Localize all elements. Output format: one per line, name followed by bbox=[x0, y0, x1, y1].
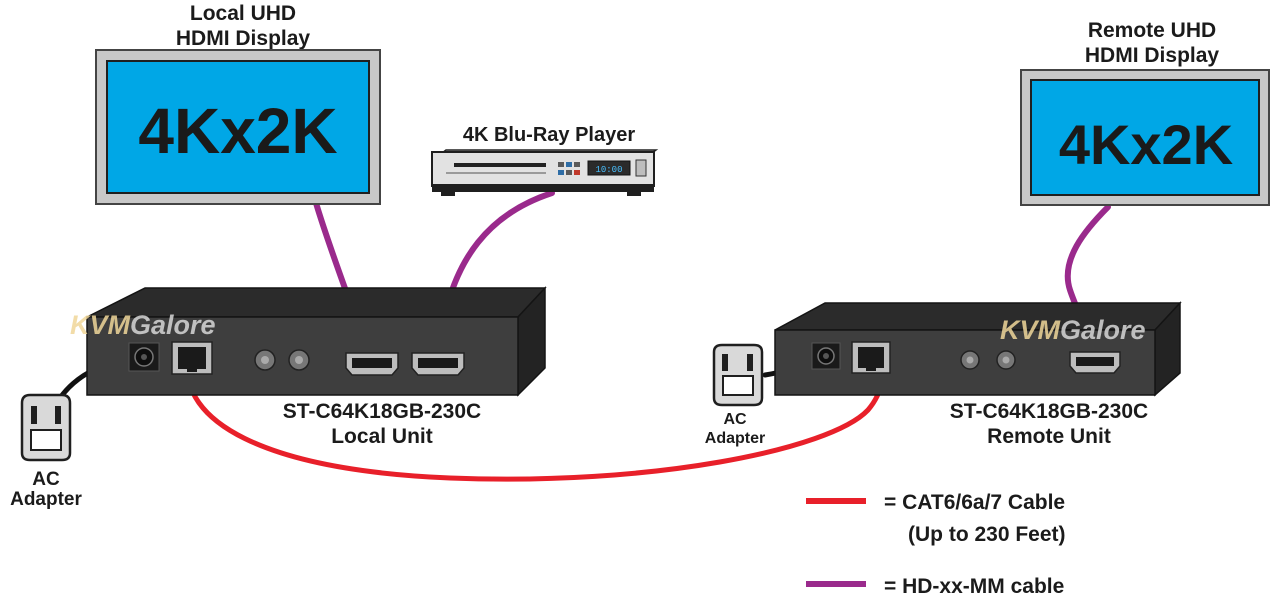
remote-unit-hdmi-out bbox=[1069, 351, 1121, 374]
remote-display-title-line2: HDMI Display bbox=[1085, 44, 1220, 67]
local-unit-power-jack bbox=[128, 342, 160, 372]
remote-adapter-line2: Adapter bbox=[705, 430, 765, 447]
local-display-screen-text: 4Kx2K bbox=[138, 95, 337, 167]
remote-ac-adapter: AC Adapter bbox=[705, 343, 765, 447]
remote-unit-model: ST-C64K18GB-230C bbox=[950, 400, 1148, 423]
local-unit: KVMGalore ST-C64K18GB-230C bbox=[70, 286, 547, 448]
local-unit-rj45-port bbox=[171, 341, 213, 375]
local-ac-adapter: AC Adapter bbox=[10, 393, 82, 510]
watermark-remote: KVMGalore bbox=[1000, 315, 1146, 345]
watermark-local: KVMGalore bbox=[70, 310, 216, 340]
remote-display: Remote UHD HDMI Display 4Kx2K bbox=[1020, 19, 1270, 206]
local-unit-model: ST-C64K18GB-230C bbox=[283, 400, 481, 423]
bluray-display-text: 10:00 bbox=[595, 165, 622, 175]
bluray-player: 4K Blu-Ray Player 10:00 bbox=[431, 124, 659, 196]
remote-display-title-line1: Remote UHD bbox=[1088, 19, 1216, 42]
local-display-screen bbox=[106, 60, 370, 194]
bluray-front-display bbox=[587, 160, 631, 176]
cat-cable bbox=[184, 355, 885, 482]
local-unit-name: Local Unit bbox=[331, 425, 433, 448]
legend-item-hdmi: = HD-xx-MM cable bbox=[806, 575, 1064, 598]
local-unit-hdmi-out bbox=[345, 352, 399, 376]
remote-display-screen bbox=[1030, 79, 1260, 196]
disc-slot bbox=[454, 163, 546, 167]
local-display: Local UHD HDMI Display 4Kx2K bbox=[95, 2, 381, 205]
bluray-label: 4K Blu-Ray Player bbox=[463, 124, 636, 146]
local-display-title-line2: HDMI Display bbox=[176, 27, 311, 50]
remote-unit-name: Remote Unit bbox=[987, 425, 1111, 448]
local-unit-hdmi-in bbox=[411, 352, 465, 376]
local-adapter-line2: Adapter bbox=[10, 489, 82, 510]
remote-unit-rj45-port bbox=[851, 341, 891, 374]
legend: = CAT6/6a/7 Cable (Up to 230 Feet) = HD-… bbox=[806, 491, 1066, 598]
local-unit-leds bbox=[254, 349, 310, 371]
remote-unit: KVMGalore ST-C64K18GB-230C Remote Unit bbox=[774, 301, 1182, 448]
remote-unit-leds bbox=[960, 350, 1016, 370]
local-display-title-line1: Local UHD bbox=[190, 2, 296, 25]
remote-unit-power-jack bbox=[811, 342, 841, 370]
local-adapter-line1: AC bbox=[32, 469, 60, 490]
remote-adapter-line1: AC bbox=[723, 411, 747, 428]
legend-cat-line1: = CAT6/6a/7 Cable bbox=[884, 491, 1065, 514]
legend-cat-line2: (Up to 230 Feet) bbox=[908, 523, 1066, 546]
legend-hdmi-line1: = HD-xx-MM cable bbox=[884, 575, 1064, 598]
legend-item-cat: = CAT6/6a/7 Cable (Up to 230 Feet) bbox=[806, 491, 1066, 546]
remote-display-screen-text: 4Kx2K bbox=[1059, 113, 1233, 176]
